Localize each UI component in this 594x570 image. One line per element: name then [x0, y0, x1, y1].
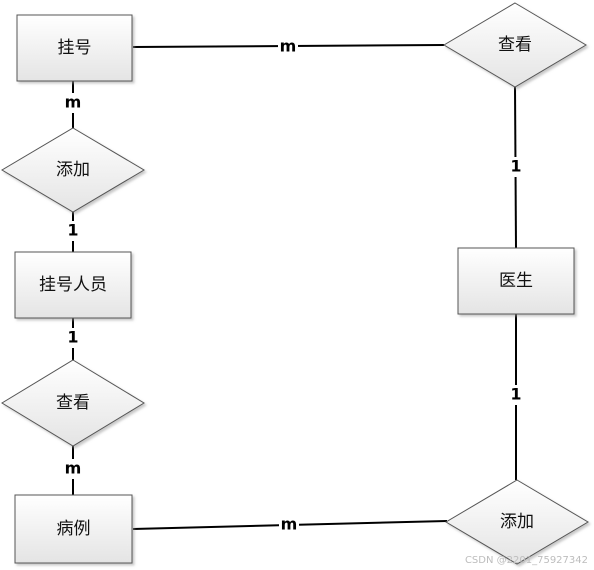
entity-case-label: 病例 [57, 519, 91, 539]
cardinality-staff-view-left: 1 [67, 328, 78, 347]
entity-guahao-staff-label: 挂号人员 [39, 275, 107, 295]
cardinality-case-add-right: m [281, 515, 298, 534]
relation-view-right-label: 查看 [498, 35, 532, 55]
cardinality-doctor-add-right: 1 [510, 385, 521, 404]
connectors [72, 44, 517, 530]
cardinality-view-left-case: m [65, 459, 82, 478]
relation-add-left-label: 添加 [56, 160, 90, 180]
relation-add-right-label: 添加 [500, 512, 534, 532]
entity-doctor-label: 医生 [499, 271, 533, 291]
relation-add-left[interactable]: 添加 [1, 127, 145, 213]
cardinality-view-right-doctor: 1 [510, 157, 521, 176]
cardinality-guahao-add-left: m [65, 93, 82, 112]
entity-guahao-label: 挂号 [58, 38, 92, 58]
entity-doctor[interactable]: 医生 [457, 247, 575, 315]
relation-add-right[interactable]: 添加 [445, 479, 589, 565]
cardinality-labels: m m 1 1 m 1 1 m [63, 36, 524, 535]
entity-guahao[interactable]: 挂号 [16, 14, 133, 82]
relation-view-left-label: 查看 [56, 393, 90, 413]
relation-view-right[interactable]: 查看 [443, 2, 587, 88]
relation-view-left[interactable]: 查看 [1, 359, 145, 447]
entity-guahao-staff[interactable]: 挂号人员 [14, 251, 132, 319]
cardinality-add-left-staff: 1 [67, 221, 78, 240]
entity-case[interactable]: 病例 [14, 494, 133, 564]
cardinality-guahao-view-right: m [280, 37, 297, 56]
watermark: CSDN @2201_75927342 [464, 555, 588, 566]
